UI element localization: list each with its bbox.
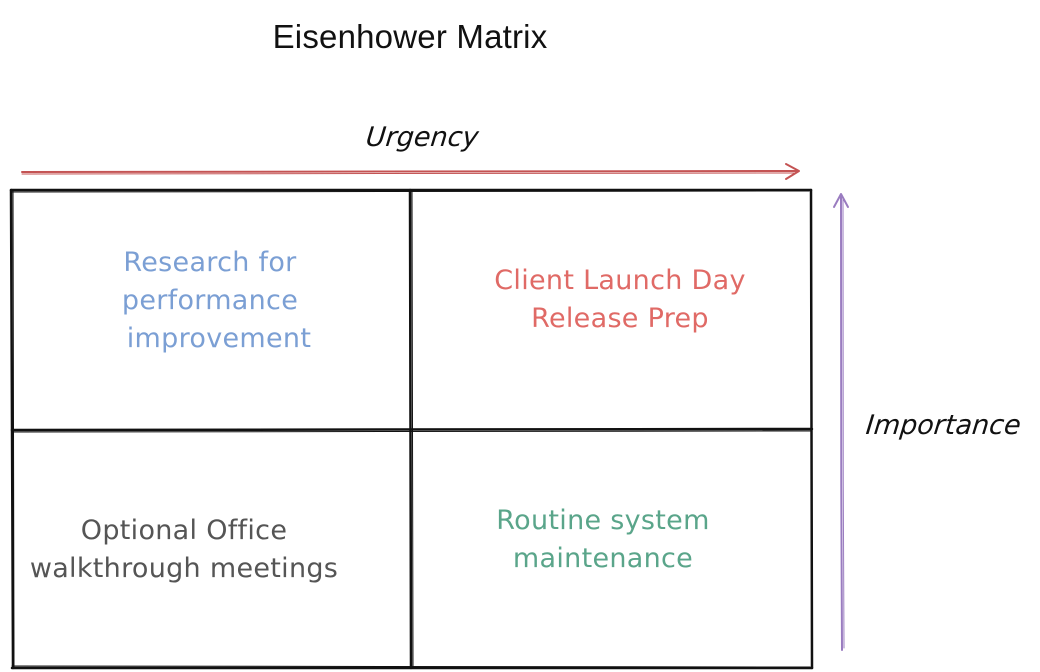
urgency-arrow [21, 163, 800, 180]
quadrant-text-line: performance [121, 285, 299, 316]
quadrant-top-left-text: Research for performance improvement [80, 244, 340, 358]
quadrant-text-line: Optional Office [80, 515, 288, 546]
quadrant-text-line: Research for [123, 247, 297, 278]
quadrant-bottom-left-text: Optional Office walkthrough meetings [14, 512, 354, 588]
importance-arrow [833, 193, 849, 651]
quadrant-text-line: walkthrough meetings [29, 553, 339, 584]
matrix-grid [9, 188, 814, 670]
quadrant-text-line: Client Launch Day [494, 265, 746, 296]
page-title: Eisenhower Matrix [272, 18, 548, 55]
quadrant-text-line: improvement [126, 323, 312, 354]
quadrant-text-line: maintenance [512, 543, 694, 574]
quadrant-text-line: Routine system [496, 505, 710, 536]
quadrant-top-right-text: Client Launch Day Release Prep [470, 262, 770, 338]
quadrant-text-line: Release Prep [531, 303, 709, 334]
quadrant-bottom-right-text: Routine system maintenance [468, 502, 738, 578]
